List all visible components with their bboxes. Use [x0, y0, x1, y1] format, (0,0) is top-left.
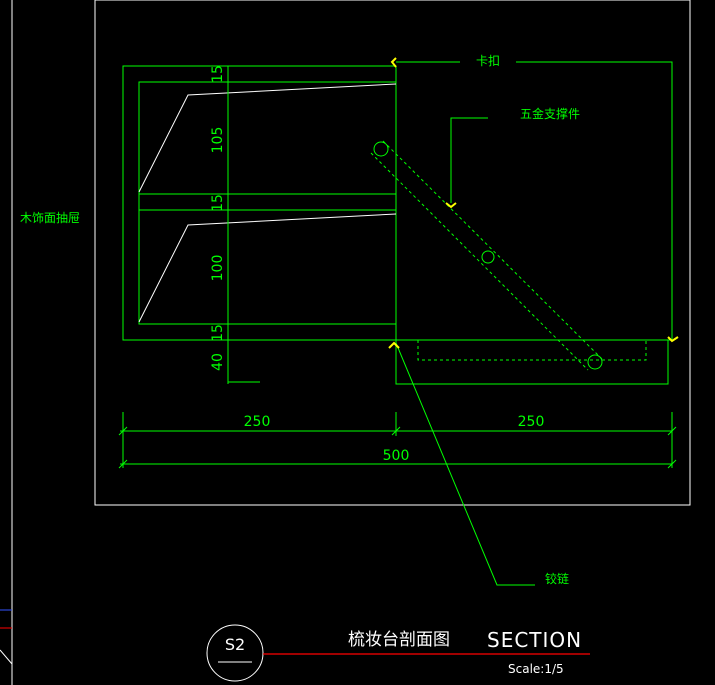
drawer-lower-side	[138, 213, 397, 323]
base-tray	[395, 340, 669, 385]
label-hinge: 铰链	[545, 571, 569, 586]
hinge-leader	[395, 342, 535, 586]
label-hardware: 五金支撑件	[520, 106, 580, 121]
dim-v-base: 40	[210, 353, 226, 371]
hardware-marker	[445, 202, 457, 209]
dim-v-drawer1: 105	[210, 127, 226, 154]
drawer-upper-side	[138, 83, 397, 193]
dim-v-drawer2: 100	[210, 255, 226, 282]
edge-mark-white	[0, 649, 13, 665]
label-drawer-note: 木饰面抽屉	[20, 211, 80, 225]
drawer-upper	[138, 81, 397, 195]
drawing-frame	[94, 0, 691, 506]
title-en: SECTION	[487, 628, 582, 652]
lid-panel-right	[516, 61, 673, 340]
drawer-divider	[138, 193, 397, 211]
support-arm	[370, 140, 604, 371]
right-corner-marker	[667, 336, 679, 343]
title-cn: 梳妆台剖面图	[348, 630, 450, 650]
label-clip: 卡扣	[476, 54, 500, 68]
dim-v-mid: 15	[210, 194, 226, 212]
cabinet-body	[122, 65, 397, 341]
dim-h-left: 250	[244, 414, 271, 430]
dim-v-top: 15	[210, 65, 226, 83]
dim-v-bottom: 15	[210, 324, 226, 342]
hardware-leader	[450, 117, 488, 203]
drawer-lower	[138, 209, 397, 325]
section-tag: S2	[225, 635, 245, 654]
clip-marker	[390, 57, 397, 68]
dim-h-total: 500	[383, 448, 410, 464]
section-tag-circle	[206, 624, 264, 682]
dim-h-right: 250	[518, 414, 545, 430]
scale-label: Scale:1/5	[508, 662, 564, 676]
hinge-marker	[388, 341, 400, 349]
tray-dashed-outline	[417, 340, 647, 361]
